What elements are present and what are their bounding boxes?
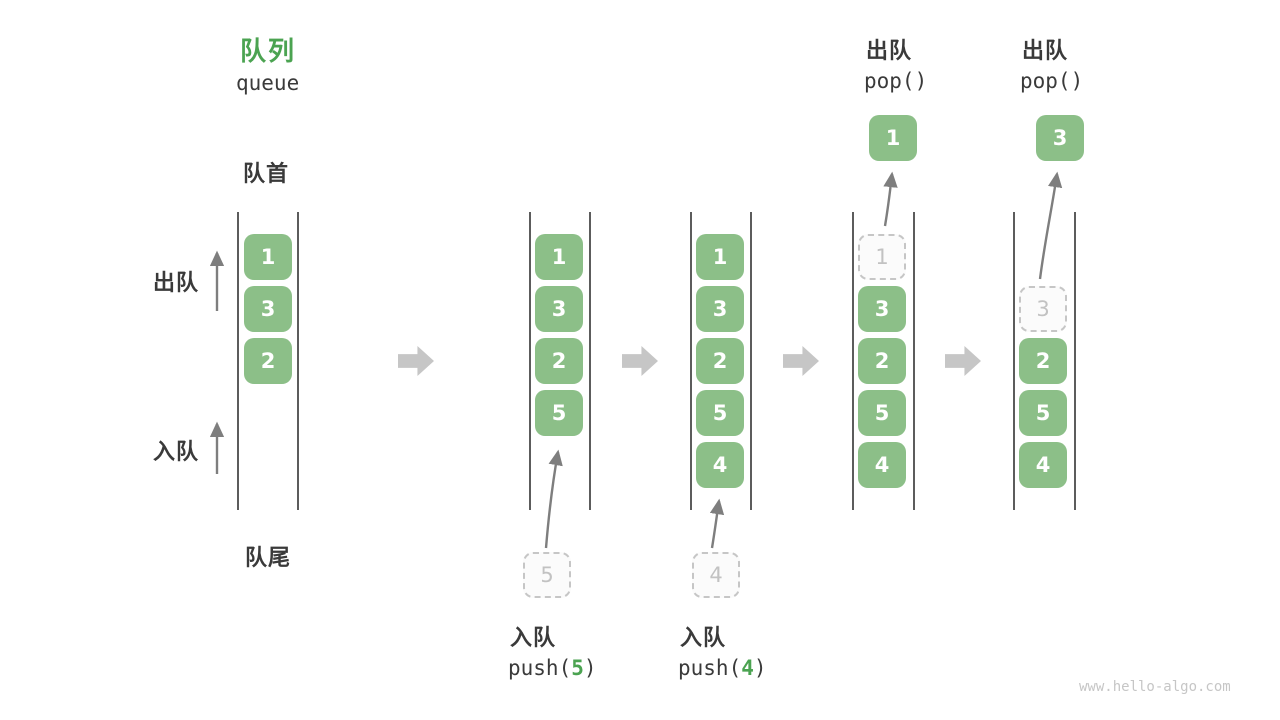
code-push: push(4) [678,656,767,680]
step-arrow-icon [622,346,658,376]
label-dequeue-op: 出队 [866,38,913,63]
diagram-title-en: queue [236,71,300,95]
code-push-fn: push( [678,656,742,680]
queue-item: 3 [696,286,744,332]
popped-item: 1 [869,115,917,161]
column-wall [529,212,531,510]
label-dequeue-op: 出队 [1022,38,1069,63]
queue-item: 3 [244,286,292,332]
code-pop: pop() [1020,69,1084,93]
push5-arrow-icon [544,449,563,549]
pop3-arrow-icon [1038,171,1063,280]
code-push: push(5) [508,656,597,680]
code-push-fn: push( [508,656,572,680]
queue-item: 5 [535,390,583,436]
column-wall [750,212,752,510]
column-wall [852,212,854,510]
label-queue-front: 队首 [243,161,290,186]
step-arrow-icon [783,346,819,376]
column-wall [913,212,915,510]
label-dequeue-left: 出队 [153,270,200,295]
label-queue-rear: 队尾 [245,545,292,570]
queue-item: 4 [696,442,744,488]
column-wall [1013,212,1015,510]
queue-item: 3 [858,286,906,332]
column-wall [690,212,692,510]
diagram-title-zh: 队列 [240,36,297,66]
column-wall [297,212,299,510]
queue-item: 2 [1019,338,1067,384]
label-enqueue-op: 入队 [510,625,557,650]
queue-item: 2 [244,338,292,384]
code-push-arg: 4 [741,656,754,680]
queue-item: 5 [858,390,906,436]
pop1-arrow-icon [883,171,898,227]
code-push-close: ) [753,656,767,680]
step-arrow-icon [945,346,981,376]
queue-item-removed: 1 [858,234,906,280]
code-push-close: ) [583,656,597,680]
queue-item: 2 [696,338,744,384]
queue-item: 1 [244,234,292,280]
queue-item: 5 [696,390,744,436]
queue-item: 5 [1019,390,1067,436]
step-arrow-icon [398,346,434,376]
queue-item: 1 [696,234,744,280]
column-wall [237,212,239,510]
queue-item: 1 [535,234,583,280]
queue-item: 3 [535,286,583,332]
column-wall [589,212,591,510]
column-wall [1074,212,1076,510]
code-push-arg: 5 [571,656,584,680]
label-enqueue-left: 入队 [153,439,200,464]
popped-item: 3 [1036,115,1084,161]
incoming-item: 4 [692,552,740,598]
incoming-item: 5 [523,552,571,598]
queue-item: 4 [858,442,906,488]
queue-item-removed: 3 [1019,286,1067,332]
queue-item: 2 [858,338,906,384]
label-enqueue-op: 入队 [680,625,727,650]
watermark: www.hello-algo.com [1079,679,1231,695]
queue-item: 4 [1019,442,1067,488]
code-pop: pop() [864,69,928,93]
push4-arrow-icon [709,498,725,549]
queue-item: 2 [535,338,583,384]
